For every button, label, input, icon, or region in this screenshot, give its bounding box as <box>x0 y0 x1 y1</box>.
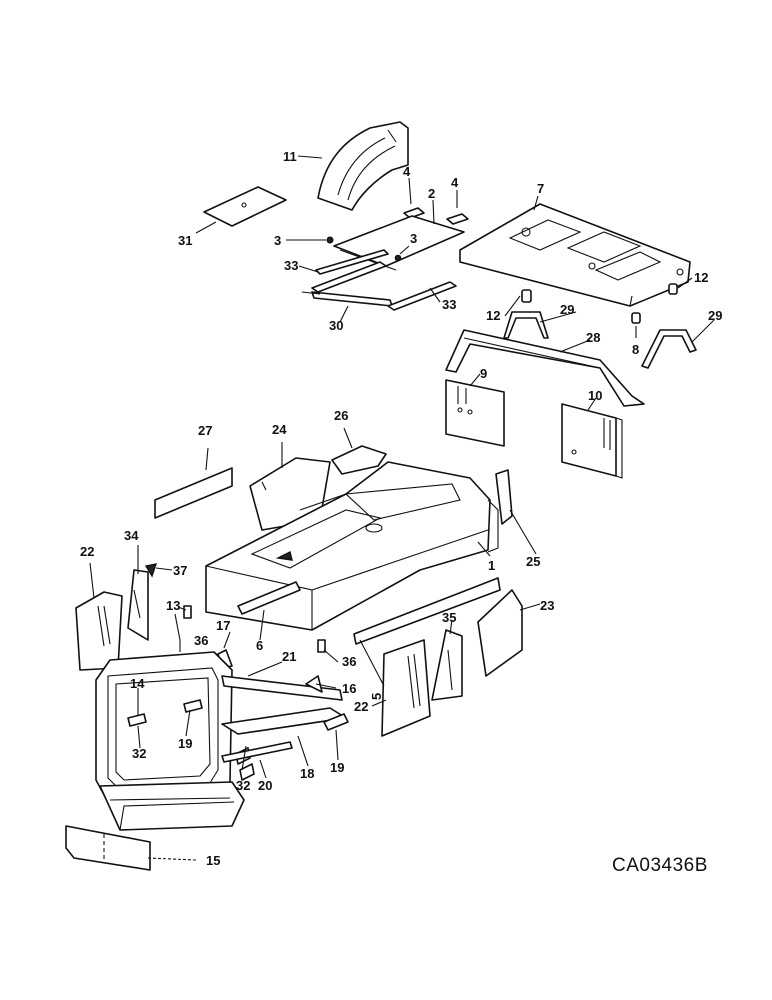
part-29-brackets <box>503 311 697 369</box>
callout-22: 22 <box>80 544 94 559</box>
callout-7: 7 <box>537 181 544 196</box>
callout-11: 11 <box>283 149 297 164</box>
callout-6: 6 <box>256 638 263 653</box>
part-3-bolts <box>326 236 402 262</box>
callout-23: 23 <box>540 598 554 613</box>
part-21-rail <box>221 675 343 701</box>
callout-13: 13 <box>166 598 180 613</box>
callout-31: 31 <box>178 233 192 248</box>
callout-21: 21 <box>282 649 296 664</box>
part-34-bracket <box>127 569 149 641</box>
part-35-bracket <box>431 629 463 701</box>
callout-5: 5 <box>369 693 384 700</box>
callout-1: 1 <box>488 558 495 573</box>
callout-29: 29 <box>560 302 574 317</box>
callout-19: 19 <box>330 760 344 775</box>
callout-33: 33 <box>442 297 456 312</box>
callout-16: 16 <box>342 681 356 696</box>
part-23-panel <box>477 589 523 677</box>
callout-12: 12 <box>486 308 500 323</box>
part-11-fender <box>317 121 409 211</box>
callout-37: 37 <box>173 563 187 578</box>
leader-lines <box>89 155 715 861</box>
callout-36: 36 <box>342 654 356 669</box>
part-5-strip <box>353 577 501 645</box>
callout-32: 32 <box>132 746 146 761</box>
part-36-clips <box>183 605 326 653</box>
callout-9: 9 <box>480 366 487 381</box>
part-10-panel <box>561 403 623 479</box>
part-1-main-body <box>205 461 499 631</box>
callout-34: 34 <box>124 528 139 543</box>
part-22-right-panel <box>381 639 431 737</box>
callout-36: 36 <box>194 633 208 648</box>
callout-19: 19 <box>178 736 192 751</box>
part-28-crossframe <box>445 329 645 407</box>
part-4-pads <box>403 207 469 225</box>
callout-20: 20 <box>258 778 272 793</box>
callout-22: 22 <box>354 699 368 714</box>
callout-30: 30 <box>329 318 343 333</box>
part-19-clips <box>183 699 349 731</box>
part-9-panel <box>445 379 505 447</box>
callout-28: 28 <box>586 330 600 345</box>
part-12-bushings <box>521 283 678 303</box>
callout-8: 8 <box>632 342 639 357</box>
callout-14: 14 <box>130 676 145 691</box>
part-26-panel <box>331 445 387 475</box>
part-31-plate <box>203 186 287 227</box>
callout-18: 18 <box>300 766 314 781</box>
part-25-bracket <box>495 469 513 525</box>
callout-26: 26 <box>334 408 348 423</box>
part-37-clip <box>144 563 158 578</box>
callout-17: 17 <box>216 618 230 633</box>
part-27-plate <box>154 467 233 519</box>
part-30-frame <box>311 249 457 311</box>
part-15-plate <box>65 825 151 871</box>
callout-4: 4 <box>403 164 411 179</box>
callout-4: 4 <box>451 175 459 190</box>
part-6-strip <box>237 581 301 615</box>
callout-32: 32 <box>236 778 250 793</box>
part-13-grille <box>95 651 245 831</box>
part-8-spacer <box>631 312 641 324</box>
callout-15: 15 <box>206 853 220 868</box>
part-16-clip <box>305 675 323 693</box>
callout-labels: 11 4 4 2 7 31 3 3 33 33 12 12 30 29 29 2… <box>80 149 722 868</box>
callout-35: 35 <box>442 610 456 625</box>
callout-12: 12 <box>694 270 708 285</box>
part-7-frame-plate <box>459 203 691 307</box>
callout-33: 33 <box>284 258 298 273</box>
callout-3: 3 <box>410 231 417 246</box>
callout-29: 29 <box>708 308 722 323</box>
callout-27: 27 <box>198 423 212 438</box>
drawing-id: CA03436B <box>612 855 708 876</box>
callout-3: 3 <box>274 233 281 248</box>
callout-24: 24 <box>272 422 287 437</box>
part-20-rail <box>221 741 293 763</box>
callout-25: 25 <box>526 554 540 569</box>
part-22-left-panel <box>75 591 123 671</box>
callout-2: 2 <box>428 186 435 201</box>
callout-10: 10 <box>588 388 602 403</box>
